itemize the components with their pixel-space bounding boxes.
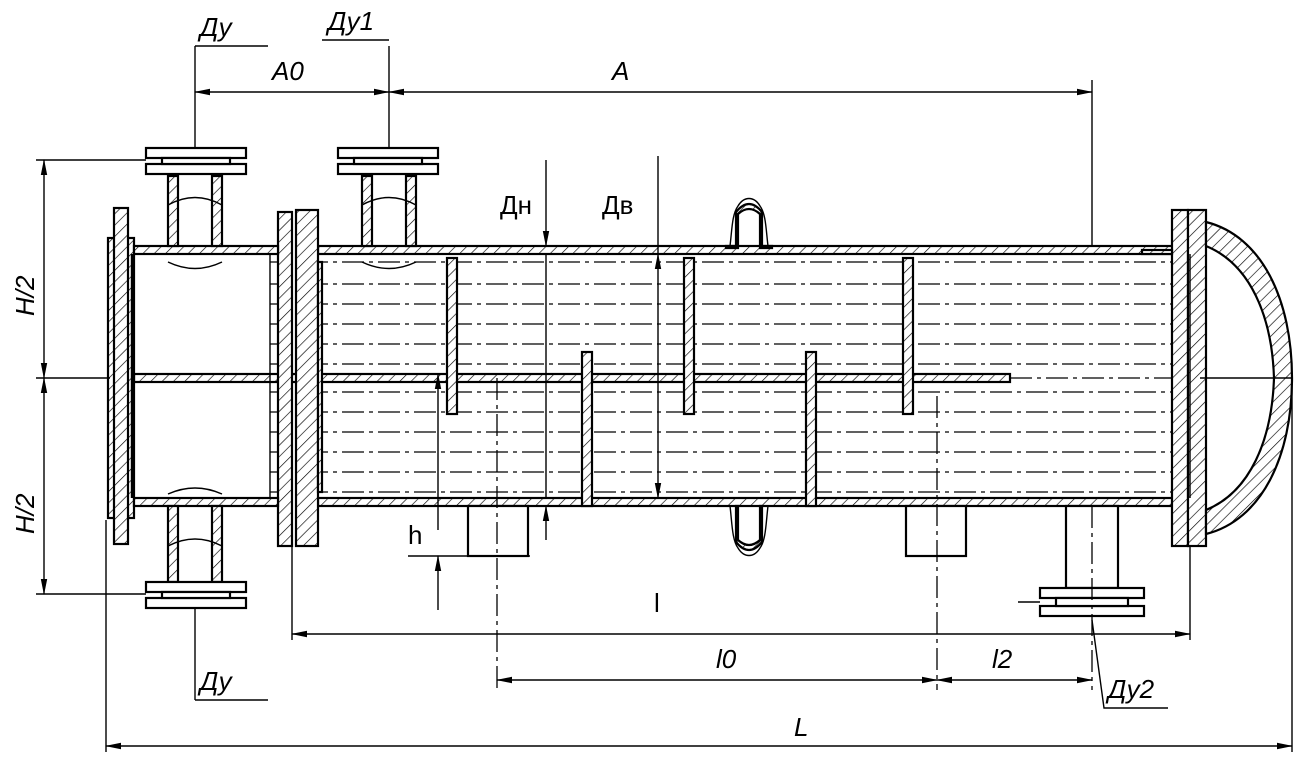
- label-l: l: [654, 588, 660, 618]
- nozzle-du-bottom: [144, 487, 248, 610]
- label-a: А: [610, 56, 629, 86]
- label-a0: А0: [270, 56, 304, 86]
- label-du-top: Ду: [197, 12, 234, 42]
- label-du1: Ду1: [325, 6, 374, 36]
- baffles: [445, 256, 915, 508]
- label-dv: Дв: [602, 190, 633, 220]
- nozzle-du1: [336, 146, 440, 270]
- label-du2: Ду2: [1105, 674, 1155, 704]
- label-h-half-bottom: H/2: [10, 493, 40, 534]
- label-h-half-top: H/2: [10, 275, 40, 316]
- center-lines: [36, 46, 1292, 700]
- label-l2: l2: [992, 644, 1013, 674]
- label-h: h: [408, 520, 422, 550]
- distribution-chamber: [106, 206, 280, 546]
- label-L: L: [794, 712, 808, 742]
- expansion-joint: [724, 197, 774, 557]
- left-tube-sheet: [276, 208, 324, 548]
- right-head: [1140, 208, 1294, 548]
- label-l0: l0: [716, 644, 737, 674]
- dimensions: [36, 39, 1293, 752]
- label-du-bottom: Ду: [197, 666, 234, 696]
- label-dn: Дн: [500, 190, 532, 220]
- nozzle-du-top: [144, 146, 248, 270]
- drain-nozzles: [466, 504, 968, 558]
- tube-bundle: [270, 261, 1190, 493]
